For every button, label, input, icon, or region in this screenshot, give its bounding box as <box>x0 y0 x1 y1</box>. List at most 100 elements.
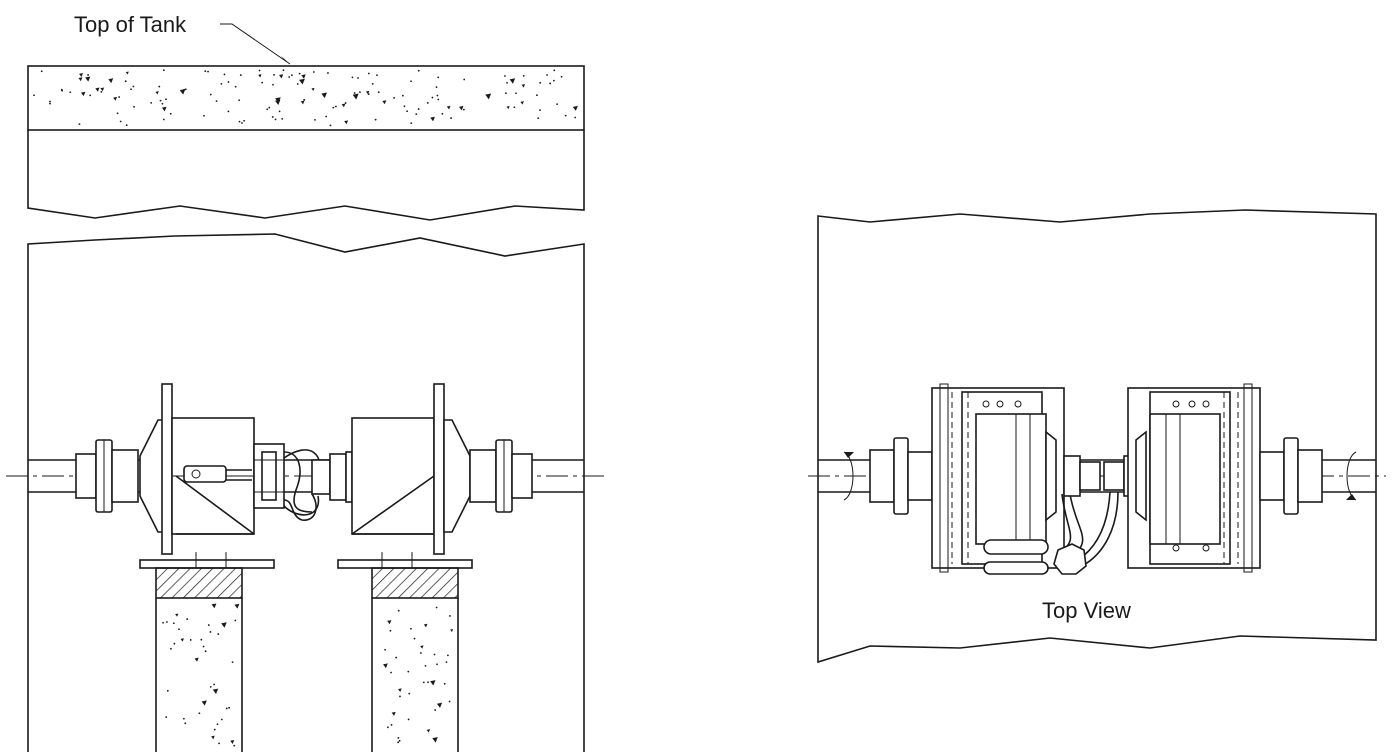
concrete-dot <box>537 117 540 120</box>
concrete-aggregate <box>450 628 454 633</box>
concrete-dot <box>539 109 541 112</box>
concrete-dot <box>522 74 525 77</box>
concrete-aggregate <box>301 74 306 79</box>
top-of-tank-label: Top of Tank <box>74 12 187 37</box>
top-view <box>808 209 1386 664</box>
concrete-aggregate <box>100 87 105 92</box>
concrete-dot <box>125 124 128 127</box>
concrete-dot <box>202 645 205 648</box>
concrete-aggregate <box>382 100 387 105</box>
concrete-dot <box>273 73 275 76</box>
concrete-dot <box>266 108 269 111</box>
concrete-dot <box>87 74 89 76</box>
concrete-dot <box>209 685 212 688</box>
concrete-aggregate <box>201 700 207 706</box>
concrete-aggregate <box>521 84 526 88</box>
concrete-dot <box>515 92 517 95</box>
left-shaft-flange <box>869 437 933 515</box>
concrete-aggregate <box>420 645 424 649</box>
concrete-dot <box>231 661 234 664</box>
concrete-speckle <box>383 606 454 744</box>
concrete-aggregate <box>80 91 86 97</box>
concrete-dot <box>434 709 437 711</box>
top-view-outline <box>817 209 1377 664</box>
concrete-dot <box>227 81 230 83</box>
concrete-dot <box>549 82 552 85</box>
concrete-dot <box>69 91 72 94</box>
concrete-aggregate <box>387 620 392 625</box>
concrete-dot <box>504 75 506 77</box>
concrete-aggregate <box>432 737 438 743</box>
concrete-aggregate <box>211 603 217 609</box>
concrete-dot <box>408 692 411 695</box>
concrete-aggregate <box>78 77 83 82</box>
concrete-dot <box>359 91 361 94</box>
concrete-dot <box>401 94 404 97</box>
concrete-aggregate <box>423 623 428 628</box>
concrete-dot <box>119 120 122 123</box>
concrete-aggregate <box>436 702 443 708</box>
concrete-aggregate <box>180 638 184 642</box>
concrete-dot <box>268 106 271 109</box>
concrete-dot <box>574 116 577 119</box>
concrete-dot <box>431 96 434 99</box>
tank-wall-lower <box>27 233 585 752</box>
top-of-tank-leader <box>220 23 291 65</box>
concrete-dot <box>49 102 51 105</box>
concrete-dot <box>398 739 401 742</box>
concrete-dot <box>291 74 293 77</box>
concrete-dot <box>426 102 429 104</box>
concrete-dot <box>560 75 563 78</box>
concrete-dot <box>351 76 354 79</box>
concrete-dot <box>207 624 210 626</box>
concrete-dot <box>183 88 186 91</box>
concrete-dot <box>172 622 175 625</box>
concrete-dot <box>407 670 410 673</box>
concrete-dot <box>204 70 207 73</box>
concrete-dot <box>371 82 374 85</box>
concrete-dot <box>186 618 189 620</box>
concrete-dot <box>403 105 406 108</box>
concrete-dot <box>239 74 242 76</box>
concrete-dot <box>329 124 332 127</box>
concrete-aggregate <box>155 91 159 95</box>
concrete-dot <box>513 106 516 109</box>
concrete-aggregate <box>275 97 281 103</box>
concrete-aggregate <box>212 688 219 694</box>
concrete-dot <box>282 69 285 72</box>
junction-box <box>1053 543 1087 575</box>
concrete-dot <box>435 86 438 89</box>
concrete-dot <box>118 96 121 98</box>
concrete-dot <box>33 94 35 97</box>
concrete-dot <box>553 69 556 72</box>
concrete-dot <box>159 99 162 102</box>
concrete-dot <box>220 718 223 721</box>
concrete-dot <box>215 100 218 103</box>
concrete-dot <box>397 609 400 612</box>
concrete-dot <box>278 110 281 113</box>
concrete-dot <box>207 70 209 73</box>
concrete-dot <box>158 85 161 88</box>
concrete-aggregate <box>85 76 91 82</box>
concrete-dot <box>258 69 261 72</box>
concrete-aggregate <box>430 680 436 686</box>
concrete-dot <box>332 106 335 109</box>
right-shaft-flange <box>469 439 533 513</box>
left-pedestal <box>139 552 275 752</box>
concrete-dot <box>353 92 356 94</box>
concrete-dot <box>274 118 277 121</box>
concrete-dot <box>539 81 542 84</box>
concrete-dot <box>399 695 401 698</box>
concrete-dot <box>209 93 212 96</box>
concrete-aggregate <box>299 78 305 85</box>
concrete-dot <box>162 621 164 624</box>
concrete-aggregate <box>383 663 388 669</box>
concrete-aggregate <box>509 78 516 84</box>
concrete-dot <box>217 633 220 635</box>
concrete-dot <box>49 100 51 103</box>
concrete-dot <box>441 112 444 115</box>
concrete-dot <box>390 724 393 726</box>
concrete-dot <box>182 717 185 720</box>
concrete-dot <box>506 81 508 84</box>
concrete-dot <box>463 78 466 81</box>
